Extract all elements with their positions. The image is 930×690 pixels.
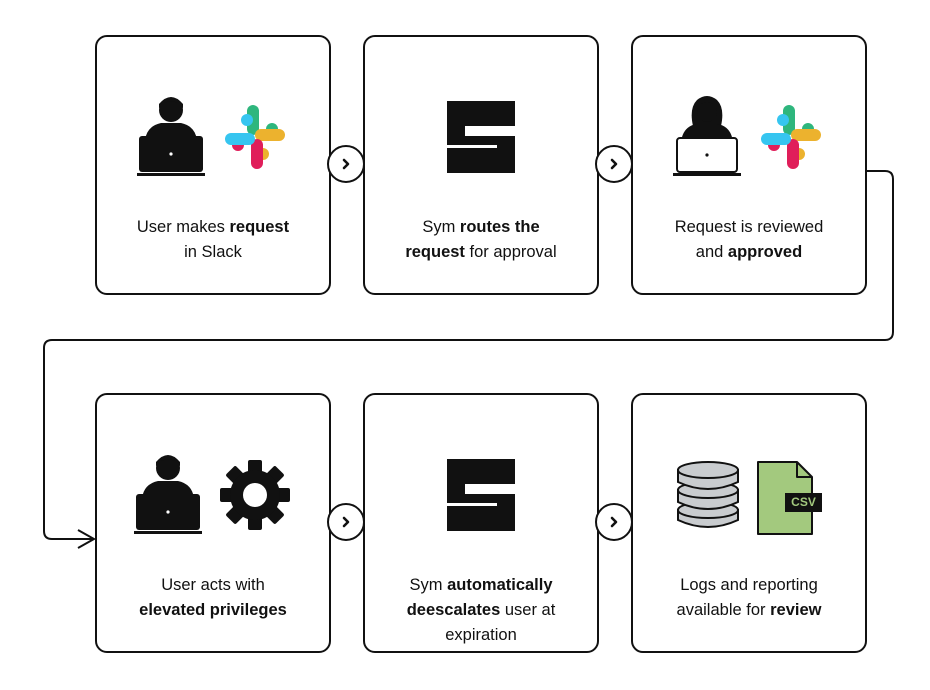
caption-emphasis: review — [770, 601, 822, 619]
step-card-elevated: User acts with elevated privileges — [95, 393, 331, 653]
caption-text: User acts with — [161, 576, 265, 594]
caption-text: User makes — [136, 218, 230, 236]
next-arrow-icon — [327, 503, 365, 541]
caption-emphasis: request — [229, 218, 290, 236]
caption-emphasis: elevated privileges — [139, 601, 287, 619]
step-icons — [365, 450, 597, 545]
step-icons — [97, 92, 329, 187]
next-arrow-icon — [595, 145, 633, 183]
caption-text: Sym — [422, 218, 460, 236]
slack-logo-icon — [757, 103, 825, 176]
csv-file-icon: CSV — [757, 460, 823, 535]
caption-emphasis: approved — [727, 243, 803, 261]
step-icons — [97, 450, 329, 545]
step-icons: CSV — [633, 450, 865, 545]
database-icon — [675, 460, 741, 535]
csv-label: CSV — [791, 494, 816, 509]
next-arrow-icon — [595, 503, 633, 541]
step-caption: User makes request in Slack — [107, 215, 319, 265]
step-card-request: User makes request in Slack — [95, 35, 331, 295]
approver-laptop-icon — [673, 96, 741, 183]
gear-icon — [218, 458, 292, 537]
slack-logo-icon — [221, 103, 289, 176]
caption-text: in Slack — [184, 243, 242, 261]
sym-logo-icon — [447, 459, 515, 536]
caption-text: for approval — [464, 243, 557, 261]
next-arrow-icon — [327, 145, 365, 183]
step-icons — [633, 92, 865, 187]
caption-text: Sym — [409, 576, 448, 594]
user-laptop-icon — [137, 96, 205, 183]
sym-logo-icon — [447, 101, 515, 178]
step-caption: User acts with elevated privileges — [107, 573, 319, 623]
user-laptop-icon — [134, 454, 202, 541]
step-icons — [365, 92, 597, 187]
